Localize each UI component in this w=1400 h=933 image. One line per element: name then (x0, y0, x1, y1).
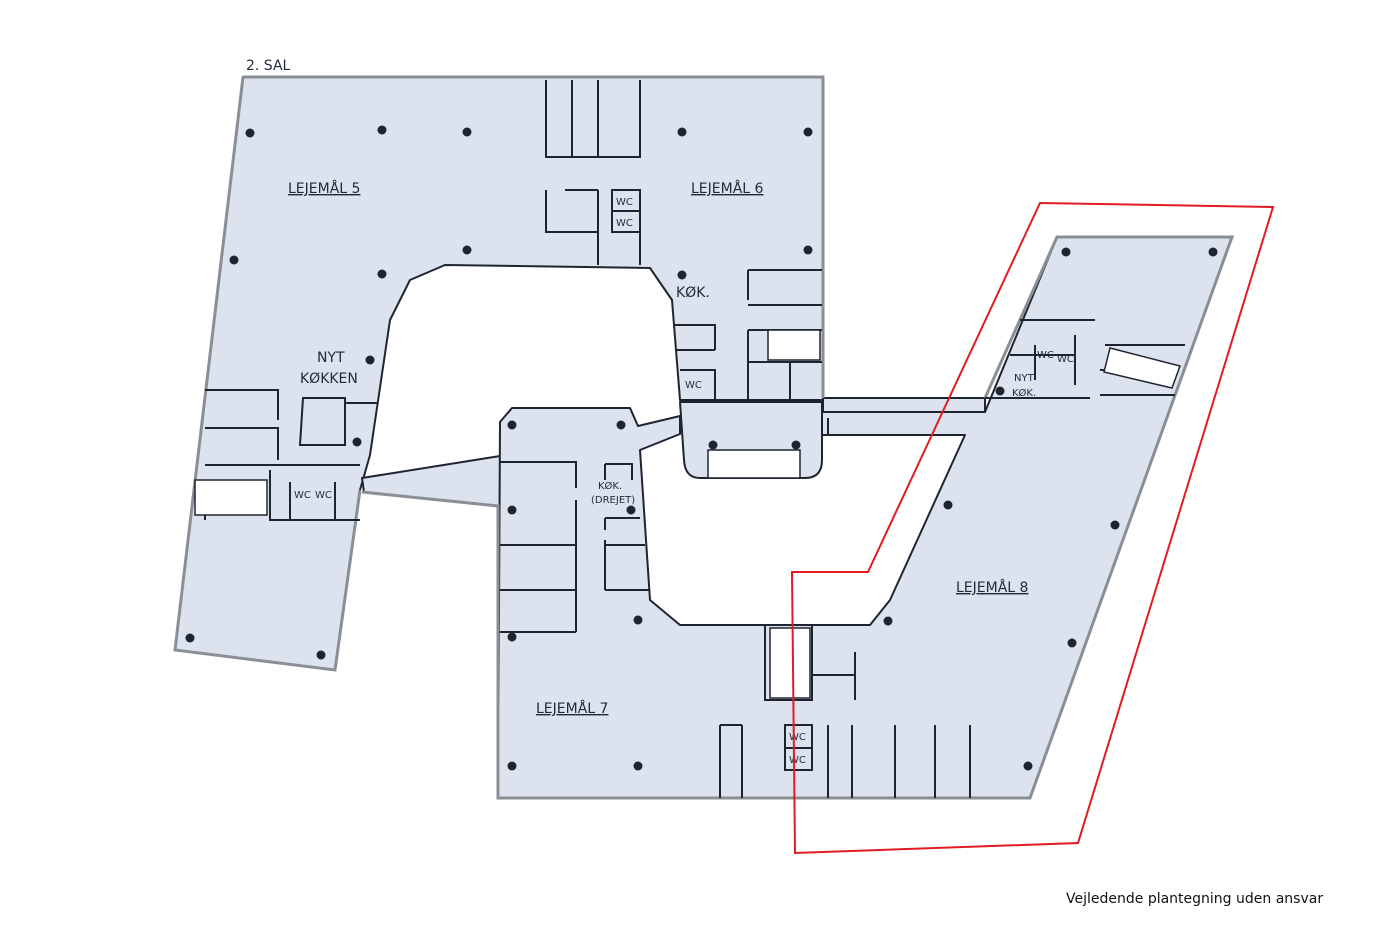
stair-south (769, 627, 811, 699)
columns (185, 125, 1218, 771)
facade-north (243, 75, 825, 398)
stair-west (194, 479, 268, 516)
wc-label: WC (1037, 350, 1054, 361)
new-kitchen-short-2: KØK. (1012, 387, 1036, 399)
wc-label: WC (294, 490, 311, 501)
unit-label-8: LEJEMÅL 8 (956, 579, 1028, 596)
new-kitchen-short-1: NYT (1014, 373, 1035, 384)
connector-east (822, 397, 986, 413)
kitchen-turned-label-2: (DREJET) (591, 495, 635, 506)
stair-north (767, 329, 821, 361)
wc-label: WC (789, 732, 806, 743)
new-kitchen-label-2: KØKKEN (300, 371, 358, 387)
new-kitchen-label-1: NYT (317, 350, 345, 366)
kitchen-turned-label-1: KØK. (598, 480, 622, 492)
stair-center (707, 449, 801, 479)
facade-west (173, 76, 362, 672)
facade-south-east (361, 235, 1235, 800)
stair-east (1103, 347, 1181, 389)
wc-label: WC (685, 380, 702, 391)
highlighted-lease-outline (790, 201, 1275, 855)
unit-label-5: LEJEMÅL 5 (288, 180, 360, 197)
disclaimer: Vejledende plantegning uden ansvar (1066, 891, 1323, 907)
interior-walls (204, 80, 1185, 798)
floor-label: 2. SAL (246, 58, 291, 74)
wc-label: WC (789, 755, 806, 766)
unit-label-7: LEJEMÅL 7 (536, 700, 608, 717)
wc-label: WC (616, 218, 633, 229)
wc-label: WC (616, 197, 633, 208)
kitchen-label: KØK. (676, 285, 710, 301)
wc-label: WC (315, 490, 332, 501)
unit-label-6: LEJEMÅL 6 (691, 180, 764, 197)
wc-label: WC (1057, 354, 1074, 365)
